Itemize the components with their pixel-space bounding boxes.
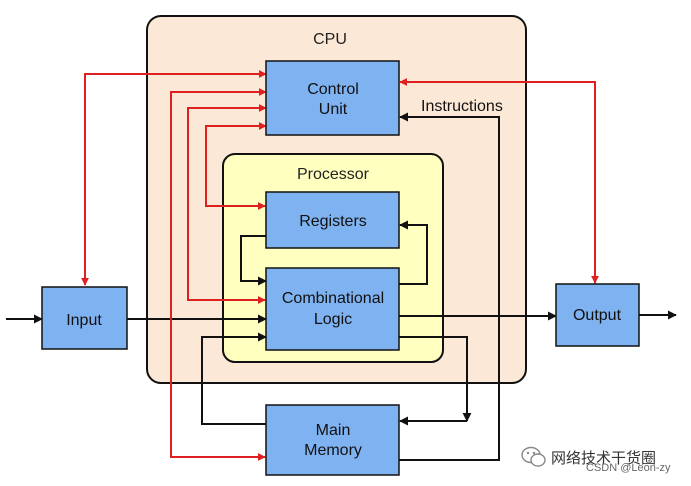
control-unit-label-line1: Control xyxy=(307,81,359,98)
processor-label: Processor xyxy=(297,166,370,183)
control-unit-block: Control Unit xyxy=(265,60,400,136)
control-to-logic-signal xyxy=(187,104,267,304)
control-signals xyxy=(81,70,599,461)
cpu-label: CPU xyxy=(313,31,347,48)
control-to-input-signal xyxy=(81,70,267,286)
logic-to-memory-path xyxy=(399,336,472,422)
registers-block: Registers xyxy=(265,191,400,249)
logic-label-line2: Logic xyxy=(314,311,352,328)
main-memory-block: Main Memory xyxy=(265,404,400,476)
control-to-registers-signal xyxy=(205,122,267,210)
instructions-label: Instructions xyxy=(421,98,503,115)
watermark-main-text: 网络技术干货圈 xyxy=(551,450,657,467)
output-label: Output xyxy=(573,307,622,324)
watermark-sub-text: CSDN @Leon-zy xyxy=(586,462,671,474)
input-label: Input xyxy=(66,312,102,329)
input-block: Input xyxy=(41,286,128,350)
logic-label-line1: Combinational xyxy=(282,290,384,307)
memory-label-line1: Main xyxy=(316,422,351,439)
control-to-output-signal xyxy=(399,78,599,284)
output-block: Output xyxy=(555,283,640,347)
memory-label-line2: Memory xyxy=(304,442,362,459)
combinational-logic-block: Combinational Logic xyxy=(265,267,400,351)
wechat-logo-icon xyxy=(521,446,546,467)
memory-to-logic-path xyxy=(201,332,267,425)
control-unit-label-line2: Unit xyxy=(319,101,348,118)
control-to-memory-signal xyxy=(170,88,267,461)
registers-label: Registers xyxy=(299,213,367,230)
